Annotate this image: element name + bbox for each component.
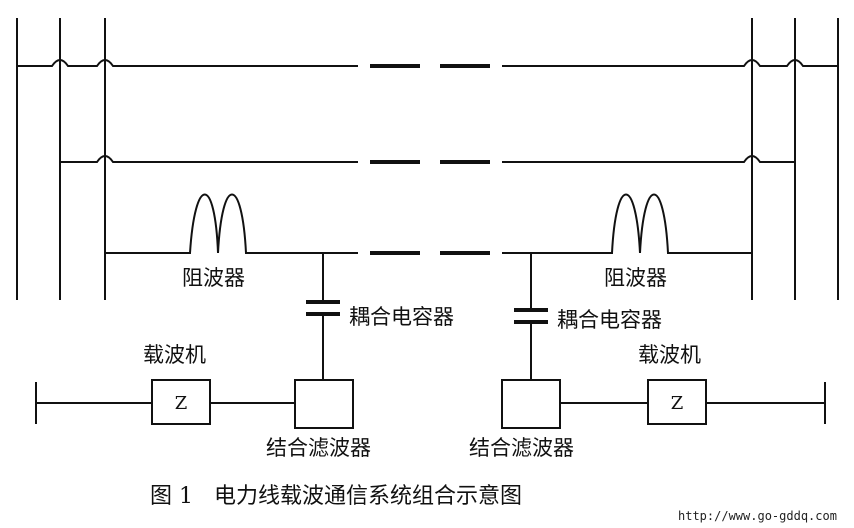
carrier-machine-label-right: 载波机 [638, 343, 701, 367]
carrier-machine-right [647, 379, 707, 425]
power-line-3-left [105, 193, 358, 254]
power-line-2-right [502, 155, 795, 163]
watermark-url: http://www.go-gddq.com [678, 509, 837, 523]
wave-trap-label-left: 阻波器 [182, 266, 245, 290]
power-line-2 [60, 155, 358, 163]
coupling-capacitor-label-left: 耦合电容器 [349, 305, 454, 329]
coupling-capacitor-label-right: 耦合电容器 [557, 308, 662, 332]
left-equipment-line [35, 382, 295, 424]
power-line-1 [17, 59, 358, 67]
right-equipment-line [560, 382, 826, 424]
power-line-3-right [502, 193, 752, 254]
combining-filter-left [294, 379, 354, 429]
coupling-capacitor-left [306, 253, 340, 380]
combining-filter-label-left: 结合滤波器 [266, 436, 371, 460]
figure-caption: 图 1 电力线载波通信系统组合示意图 [150, 484, 522, 509]
coupling-capacitor-right [514, 253, 548, 380]
carrier-machine-label-left: 载波机 [143, 343, 206, 367]
z-label-left: Z [175, 393, 188, 414]
carrier-machine-left [151, 379, 211, 425]
wave-trap-label-right: 阻波器 [604, 266, 667, 290]
power-line-1-right [502, 59, 838, 67]
z-label-right: Z [671, 393, 684, 414]
combining-filter-label-right: 结合滤波器 [469, 436, 574, 460]
combining-filter-right [501, 379, 561, 429]
